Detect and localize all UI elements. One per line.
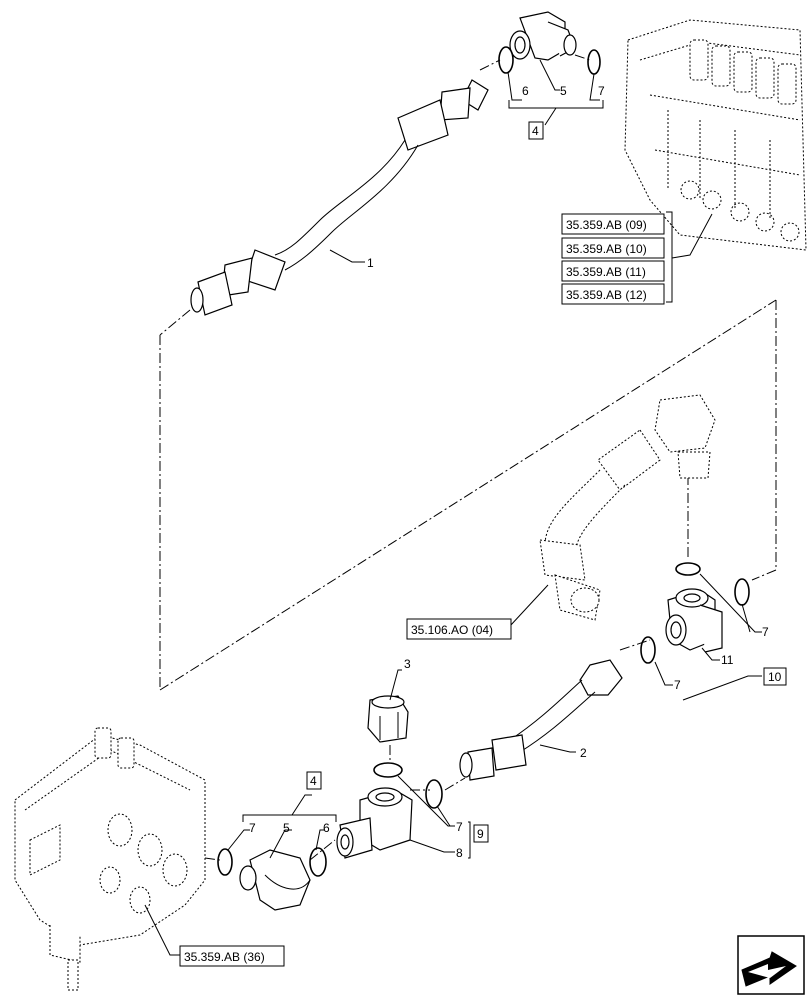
ref-35-359-ab-09[interactable]: 35.359.AB (09) [566,218,647,232]
callout-7-bottom: 7 [249,821,256,835]
callout-7-tee-right: 7 [762,625,769,639]
callout-4-bottom: 4 [310,774,317,788]
elbow-fitting-top [509,11,577,61]
callout-1: 1 [367,256,374,270]
callout-7-tee-left: 7 [674,678,681,692]
hose-2 [459,659,623,781]
control-valve-top [624,19,807,251]
callout-6-bottom: 6 [323,821,330,835]
ref-35-106-ao-04[interactable]: 35.106.AO (04) [411,623,493,637]
ref-box-11[interactable] [561,260,665,282]
o-ring-7-tee-right [734,578,750,606]
ref-35-359-ab-11[interactable]: 35.359.AB (11) [566,265,646,279]
callout-5-top: 5 [560,84,567,98]
callout-4-top: 4 [532,124,539,138]
callout-numbers: 1 2 3 4 4 5 5 6 6 7 7 7 7 7 8 9 10 11 [249,84,787,860]
ref-box-10[interactable] [561,237,665,259]
o-ring-6-bottom [309,847,327,877]
o-ring-7-nut [373,762,403,778]
nut-3 [367,695,409,743]
ref-box-12[interactable] [561,283,665,305]
ref-box-09[interactable] [561,213,665,235]
ref-35-359-ab-12[interactable]: 35.359.AB (12) [566,288,647,302]
control-valve-bottom [14,727,206,991]
reference-boxes[interactable]: 35.359.AB (09) 35.359.AB (10) 35.359.AB … [179,213,665,967]
callout-10-box [763,667,787,686]
callout-4-bottom-box [306,771,322,790]
o-ring-7-top [587,49,601,75]
ref-box-36[interactable] [179,945,285,967]
tee-fitting-8 [336,787,413,859]
callout-3: 3 [404,657,411,671]
callout-10: 10 [768,670,782,684]
hose-ghost-middle [539,394,716,621]
o-ring-7-tee-left [640,636,656,664]
callout-8: 8 [456,846,463,860]
callout-11: 11 [721,653,734,667]
o-ring-7-bottom [217,848,233,876]
callout-2: 2 [580,746,587,760]
next-page-arrow-icon[interactable] [737,935,805,995]
o-ring-6-top [498,46,514,74]
ref-35-359-ab-36[interactable]: 35.359.AB (36) [184,950,265,964]
callout-7-top: 7 [598,84,605,98]
callout-7-tee8: 7 [456,820,463,834]
ref-box-04[interactable] [406,618,512,640]
hose-1 [190,79,489,316]
leader-lines [144,59,762,956]
assembly-lines [159,54,777,861]
callout-6-top: 6 [522,84,529,98]
callout-9: 9 [477,827,484,841]
tee-fitting-11 [665,588,723,653]
ref-35-359-ab-10[interactable]: 35.359.AB (10) [566,242,647,256]
o-ring-7-tee-top [675,562,701,576]
callout-4-top-box [528,121,544,140]
callout-5-bottom: 5 [283,821,290,835]
elbow-fitting-bottom [239,849,311,911]
o-ring-7-tee8 [425,779,443,809]
callout-9-box [473,824,489,843]
